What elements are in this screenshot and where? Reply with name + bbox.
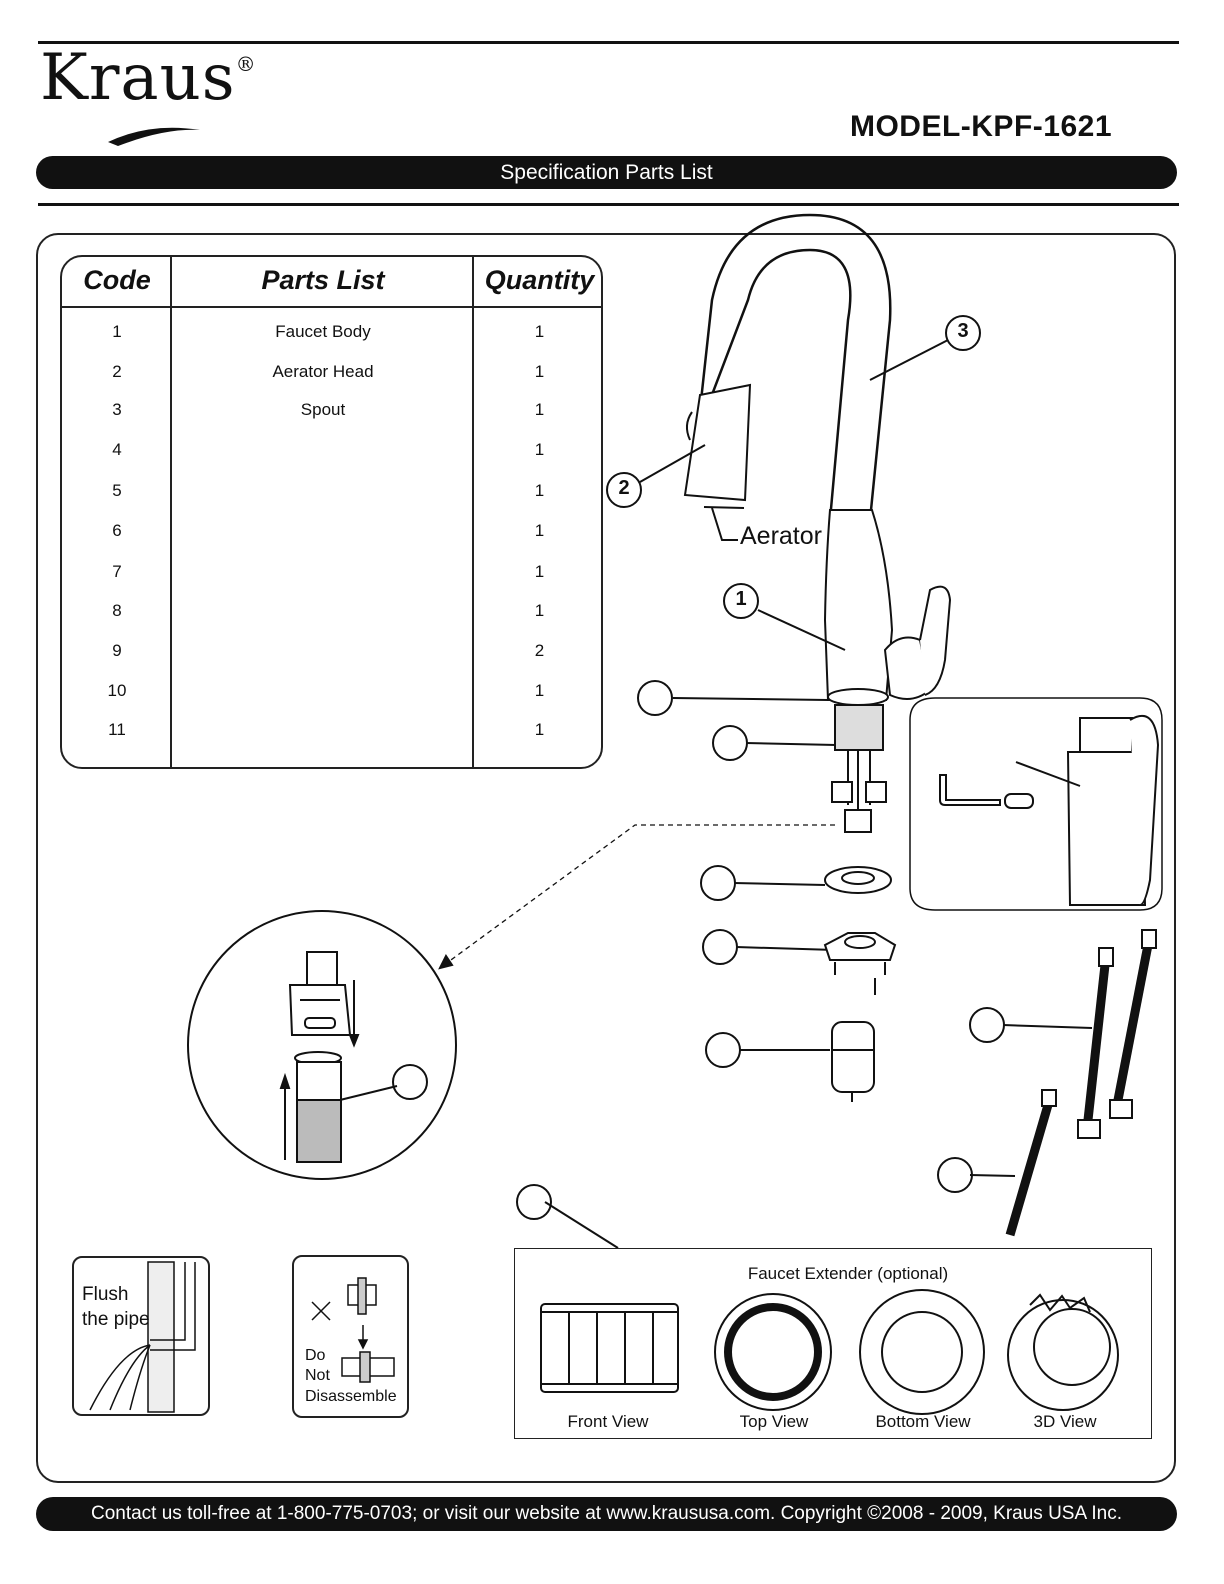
part-quantity: 1 — [534, 521, 545, 540]
part-code: 1 — [112, 322, 122, 341]
header-quantity: Quantity — [484, 265, 595, 295]
part-quantity: 1 — [534, 440, 545, 459]
banner-title: Specification Parts List — [500, 160, 713, 184]
part-quantity: 2 — [534, 641, 545, 660]
extender-title: Faucet Extender (optional) — [747, 1264, 949, 1283]
table-header-rule — [62, 306, 601, 308]
part-code: 4 — [112, 440, 122, 459]
view-bottom: Bottom View — [875, 1412, 971, 1431]
part-quantity: 1 — [534, 562, 545, 581]
model-number: MODEL-KPF-1621 — [849, 110, 1112, 143]
part-code: 2 — [112, 362, 122, 381]
callout-1: 1 — [735, 588, 747, 610]
part-code: 10 — [107, 681, 127, 700]
flush-pipe-note — [72, 1256, 210, 1416]
do-not-disassemble-note — [292, 1255, 409, 1418]
part-code: 5 — [112, 481, 122, 500]
brand-name: Kraus — [40, 41, 236, 115]
part-code: 9 — [112, 641, 122, 660]
part-quantity: 1 — [534, 362, 545, 381]
callout-3: 3 — [957, 320, 969, 342]
view-top: Top View — [739, 1412, 809, 1431]
flush-line-2: the pipe — [82, 1309, 150, 1330]
view-3d: 3D View — [1033, 1412, 1097, 1431]
footer-banner: Contact us toll-free at 1-800-775-0703; … — [36, 1497, 1177, 1531]
part-quantity: 1 — [534, 681, 545, 700]
header-parts: Parts List — [261, 265, 385, 295]
view-front: Front View — [567, 1412, 649, 1431]
title-banner: Specification Parts List — [36, 156, 1177, 189]
disassemble-line-2: Not — [305, 1367, 330, 1384]
bottom-rule — [38, 203, 1179, 206]
part-quantity: 1 — [534, 481, 545, 500]
parts-table: Code Parts List Quantity 1 Faucet Body 1 2 A… — [60, 255, 603, 769]
faucet-extender-box — [514, 1248, 1152, 1439]
flush-line-1: Flush — [82, 1284, 129, 1305]
part-code: 11 — [108, 720, 126, 739]
aerator-label: Aerator — [740, 522, 822, 550]
callout-2: 2 — [618, 477, 630, 499]
part-code: 7 — [112, 562, 122, 581]
part-quantity: 1 — [534, 400, 545, 419]
part-code: 6 — [112, 521, 122, 540]
footer-text: Contact us toll-free at 1-800-775-0703; … — [90, 1503, 1122, 1524]
part-code: 8 — [112, 601, 122, 620]
header-code: Code — [83, 265, 151, 295]
part-name: Spout — [300, 400, 346, 419]
part-quantity: 1 — [534, 720, 545, 739]
registered-mark: ® — [235, 52, 257, 76]
part-name: Aerator Head — [272, 362, 374, 381]
disassemble-line-1: Do — [305, 1347, 326, 1364]
part-quantity: 1 — [534, 322, 545, 341]
top-rule — [38, 41, 1179, 44]
content-frame — [36, 233, 1176, 1483]
part-code: 3 — [112, 400, 122, 419]
table-divider — [170, 257, 172, 767]
part-name: Faucet Body — [275, 322, 371, 341]
disassemble-line-3: Disassemble — [305, 1388, 397, 1405]
brand-logo: Kraus® — [40, 46, 257, 110]
table-divider — [472, 257, 474, 767]
part-quantity: 1 — [534, 601, 545, 620]
